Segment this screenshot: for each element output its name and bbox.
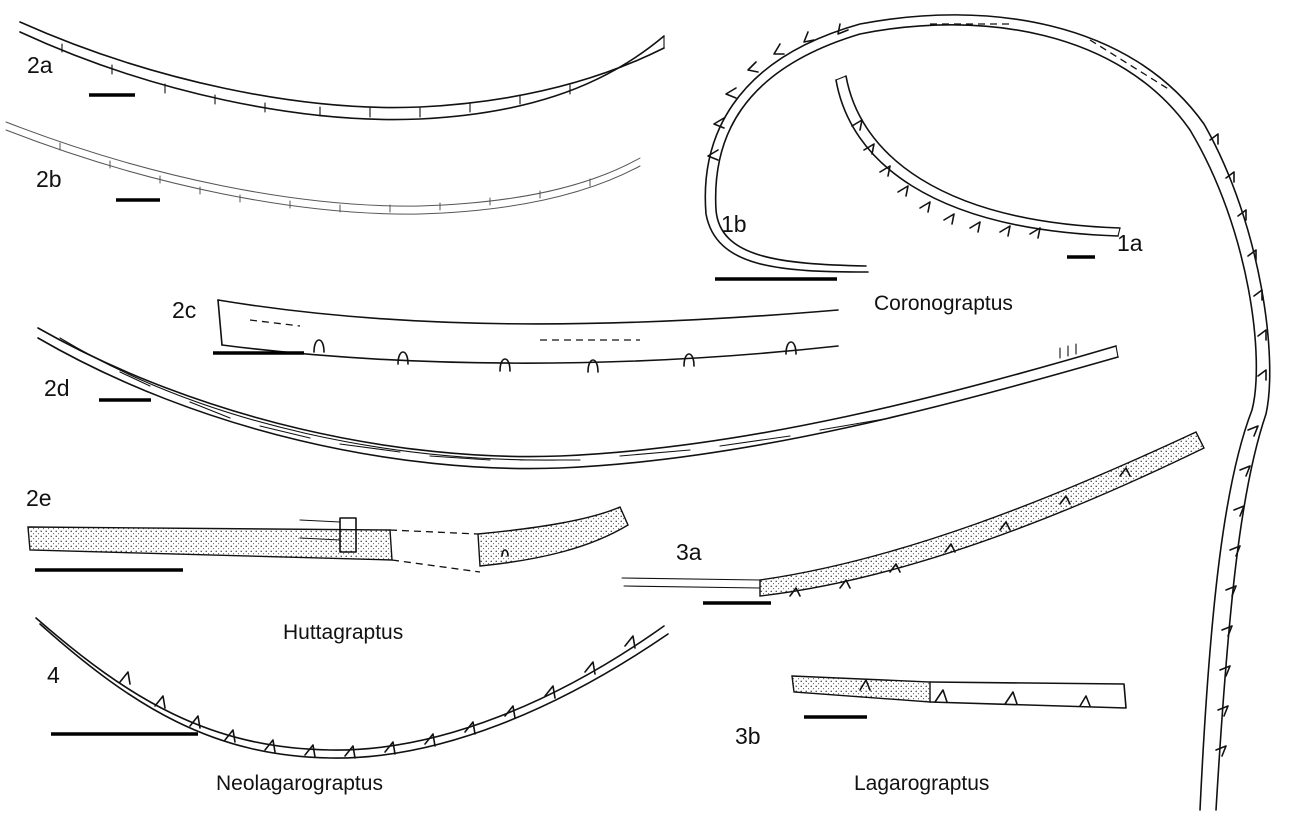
specimen-2d xyxy=(37,327,1119,470)
figure-label-3a: 3a xyxy=(676,539,702,565)
specimen-3a xyxy=(621,431,1205,597)
figure-label-2c: 2c xyxy=(172,297,196,323)
specimen-2a xyxy=(19,21,665,121)
specimen-2e xyxy=(27,506,629,573)
specimen-1a xyxy=(835,75,1121,239)
figure-label-4: 4 xyxy=(47,662,60,688)
specimen-2c xyxy=(217,299,839,373)
specimen-4 xyxy=(35,617,669,759)
figure-label-1a: 1a xyxy=(1117,230,1143,256)
specimen-2b xyxy=(5,121,641,215)
figure-label-3b: 3b xyxy=(735,723,761,749)
genus-label-lagarograptus: Lagarograptus xyxy=(854,772,989,795)
genus-label-huttagraptus: Huttagraptus xyxy=(283,621,403,644)
specimen-1b xyxy=(704,14,1271,811)
specimen-3b xyxy=(791,675,1127,709)
figure-label-2a: 2a xyxy=(27,52,53,78)
genus-label-coronograptus: Coronograptus xyxy=(874,292,1013,315)
figure-label-2d: 2d xyxy=(44,375,70,401)
figure-label-1b: 1b xyxy=(721,211,747,237)
genus-label-neolagarograptus: Neolagarograptus xyxy=(216,772,383,795)
figure-label-2b: 2b xyxy=(36,166,62,192)
figure-label-2e: 2e xyxy=(26,485,52,511)
